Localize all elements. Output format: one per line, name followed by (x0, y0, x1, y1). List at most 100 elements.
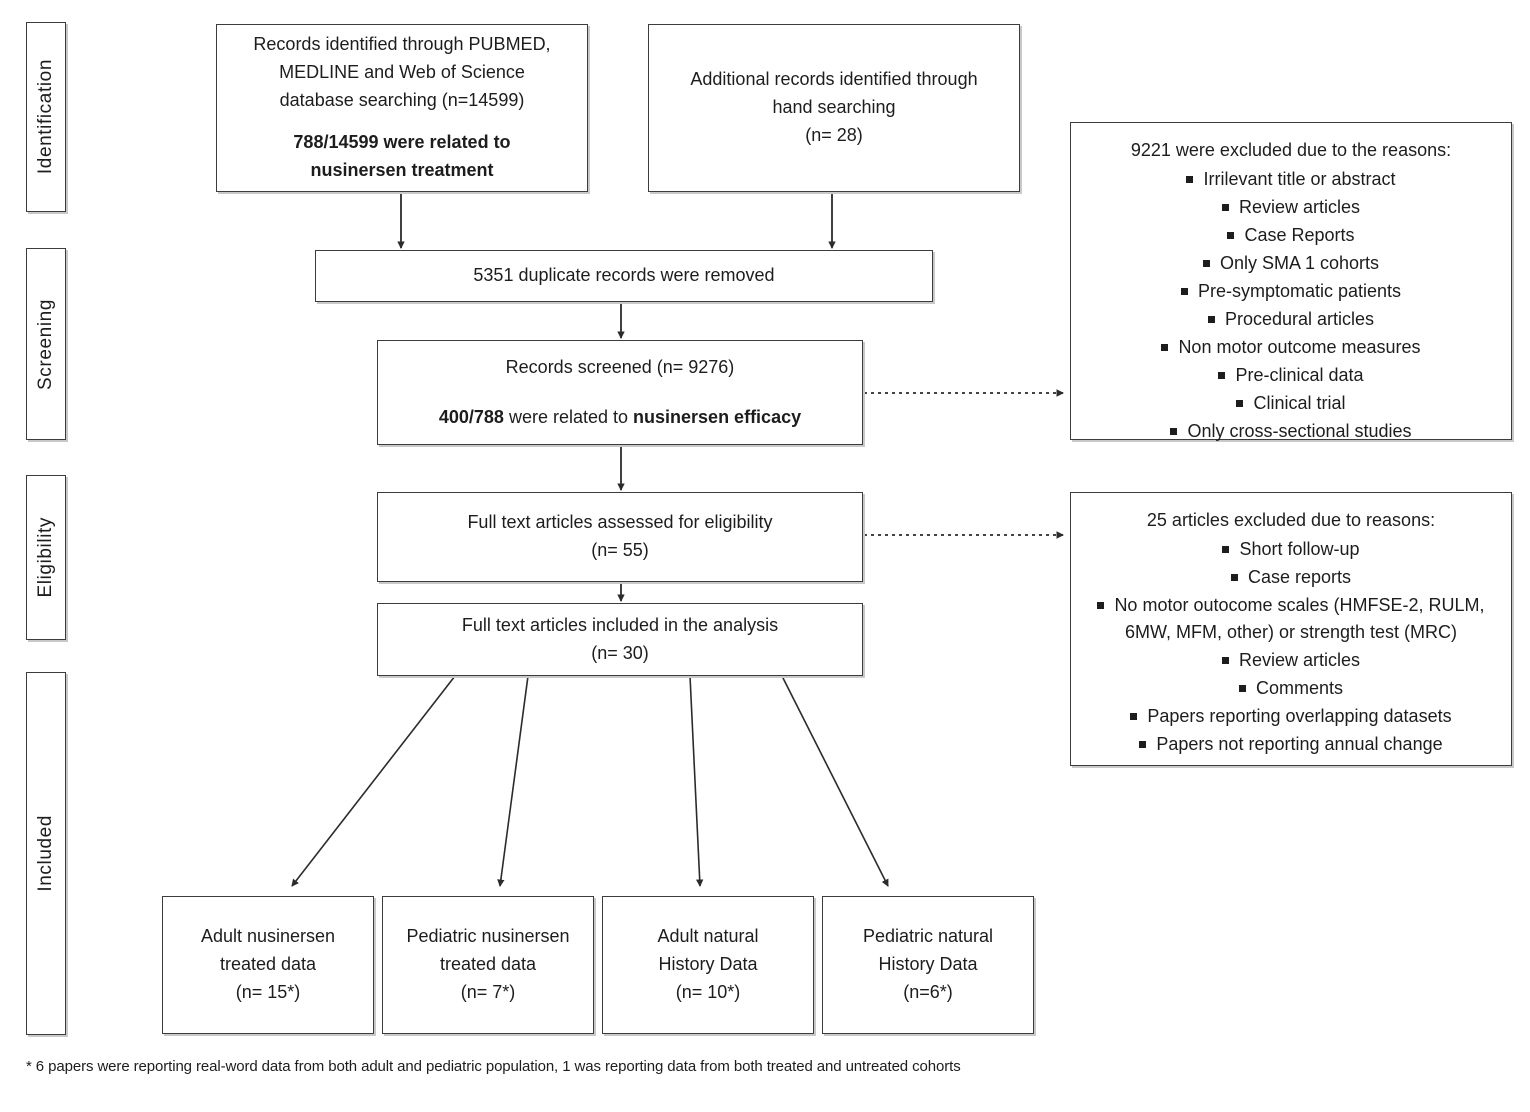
list-item-label: Pre-symptomatic patients (1197, 281, 1402, 301)
edge-included-to-adult-treated (291, 675, 456, 887)
list-item: Non motor outcome measures (1087, 334, 1495, 361)
list-item-label: Only cross-sectional studies (1187, 421, 1412, 441)
list-item: Clinical trial (1087, 390, 1495, 417)
box-records-screened-mid: were related to (503, 406, 634, 427)
box-result-pediatric-natural: Pediatric natural History Data (n=6*) (822, 896, 1034, 1034)
list-item-label: Review articles (1238, 197, 1361, 217)
list-item: No motor outocome scales (HMFSE-2, RULM,… (1087, 592, 1495, 646)
list-item: Papers reporting overlapping datasets (1087, 703, 1495, 730)
box-result-adult-natural-line1: Adult natural (657, 926, 759, 947)
box-records-screened-topic: nusinersen efficacy (633, 406, 802, 427)
bullet-icon (1238, 685, 1246, 692)
bullet-icon (1186, 176, 1194, 183)
list-item: Procedural articles (1087, 306, 1495, 333)
list-item-label: Clinical trial (1253, 393, 1346, 413)
list-item: Review articles (1087, 194, 1495, 221)
edge-included-to-pediatric-treated (497, 675, 529, 887)
list-item-label: No motor outocome scales (HMFSE-2, RULM,… (1114, 595, 1485, 642)
stage-label-identification: Identification (26, 22, 66, 212)
bullet-icon (1230, 574, 1238, 581)
box-result-adult-natural-line3: (n= 10*) (675, 981, 741, 1002)
list-item-label: Case reports (1247, 567, 1352, 587)
box-result-adult-natural: Adult natural History Data (n= 10*) (602, 896, 814, 1034)
box-result-pediatric-treated: Pediatric nusinersen treated data (n= 7*… (382, 896, 594, 1034)
box-result-adult-natural-line2: History Data (658, 954, 758, 975)
box-records-screened-line1: Records screened (n= 9276) (505, 356, 735, 377)
box-records-screened-line2: 400/788 were related to nusinersen effic… (439, 404, 801, 432)
list-item: Case reports (1087, 564, 1495, 591)
footnote: * 6 papers were reporting real-word data… (26, 1058, 961, 1075)
box-database-search-line5: nusinersen treatment (310, 160, 494, 181)
box-exclusion-eligibility-heading: 25 articles excluded due to reasons: (1146, 510, 1436, 530)
box-result-adult-treated-line1: Adult nusinersen (200, 926, 336, 947)
box-duplicates-removed: 5351 duplicate records were removed (315, 250, 933, 302)
box-hand-search: Additional records identified through ha… (648, 24, 1020, 192)
bullet-icon (1221, 204, 1229, 211)
bullet-icon (1227, 232, 1235, 239)
list-item-label: Only SMA 1 cohorts (1219, 253, 1380, 273)
box-full-text-included-line2: (n= 30) (591, 642, 649, 663)
list-item: Papers not reporting annual change (1087, 731, 1495, 758)
list-item-label: Papers not reporting annual change (1156, 734, 1443, 754)
edge-included-to-pediatric-natural (781, 675, 889, 887)
bullet-icon (1161, 344, 1169, 351)
bullet-icon (1236, 400, 1244, 407)
list-item: Pre-clinical data (1087, 362, 1495, 389)
stage-label-screening-text: Screening (35, 298, 56, 390)
box-exclusion-screening-heading: 9221 were excluded due to the reasons: (1130, 140, 1452, 160)
stage-label-included: Included (26, 672, 66, 1035)
box-exclusion-screening: 9221 were excluded due to the reasons: I… (1070, 122, 1512, 441)
stage-label-identification-text: Identification (35, 59, 56, 175)
list-item: Only SMA 1 cohorts (1087, 250, 1495, 277)
box-result-adult-treated-line3: (n= 15*) (235, 981, 301, 1002)
box-hand-search-line2: hand searching (772, 97, 896, 118)
box-full-text-included-line1: Full text articles included in the analy… (461, 614, 779, 635)
box-result-pediatric-treated-line2: treated data (439, 954, 537, 975)
box-hand-search-line1: Additional records identified through (690, 69, 978, 90)
list-item-label: Irrilevant title or abstract (1203, 169, 1396, 189)
bullet-icon (1139, 741, 1147, 748)
box-result-adult-treated: Adult nusinersen treated data (n= 15*) (162, 896, 374, 1034)
box-database-search: Records identified through PUBMED, MEDLI… (216, 24, 588, 192)
bullet-icon (1130, 713, 1138, 720)
box-full-text-assessed-line1: Full text articles assessed for eligibil… (467, 512, 773, 533)
stage-label-eligibility-text: Eligibility (35, 517, 56, 598)
list-item: Only cross-sectional studies (1087, 418, 1495, 445)
stage-label-screening: Screening (26, 248, 66, 440)
list-item-label: Papers reporting overlapping datasets (1147, 706, 1452, 726)
box-full-text-assessed: Full text articles assessed for eligibil… (377, 492, 863, 582)
list-item: Case Reports (1087, 222, 1495, 249)
box-result-pediatric-treated-line1: Pediatric nusinersen (406, 926, 570, 947)
box-database-search-line4: 788/14599 were related to (293, 132, 511, 153)
box-full-text-assessed-line2: (n= 55) (591, 540, 649, 560)
list-item-label: Procedural articles (1224, 309, 1375, 329)
exclusion-screening-list: Irrilevant title or abstract Review arti… (1087, 166, 1495, 446)
bullet-icon (1221, 657, 1229, 664)
box-result-pediatric-natural-line3: (n=6*) (903, 981, 953, 1002)
list-item-label: Case Reports (1244, 225, 1355, 245)
bullet-icon (1218, 372, 1226, 379)
list-item: Comments (1087, 675, 1495, 702)
box-result-pediatric-natural-line2: History Data (878, 954, 978, 975)
bullet-icon (1097, 602, 1105, 609)
bullet-icon (1222, 546, 1230, 553)
stage-label-included-text: Included (35, 815, 56, 892)
list-item-label: Review articles (1238, 650, 1361, 670)
box-database-search-line2: MEDLINE and Web of Science (279, 61, 525, 82)
list-item-label: Non motor outcome measures (1178, 337, 1421, 357)
stage-label-eligibility: Eligibility (26, 475, 66, 640)
box-exclusion-eligibility: 25 articles excluded due to reasons: Sho… (1070, 492, 1512, 766)
exclusion-eligibility-list: Short follow-up Case reports No motor ou… (1087, 536, 1495, 759)
list-item-label: Short follow-up (1239, 539, 1360, 559)
box-records-screened: Records screened (n= 9276) 400/788 were … (377, 340, 863, 445)
bullet-icon (1170, 428, 1178, 435)
box-hand-search-line3: (n= 28) (805, 124, 863, 145)
bullet-icon (1180, 288, 1188, 295)
box-result-pediatric-natural-line1: Pediatric natural (862, 926, 994, 947)
box-database-search-line1: Records identified through PUBMED, (253, 34, 551, 54)
bullet-icon (1207, 316, 1215, 323)
box-database-search-line3: database searching (n=14599) (279, 89, 525, 110)
box-duplicates-removed-line1: 5351 duplicate records were removed (473, 265, 775, 286)
list-item: Irrilevant title or abstract (1087, 166, 1495, 193)
